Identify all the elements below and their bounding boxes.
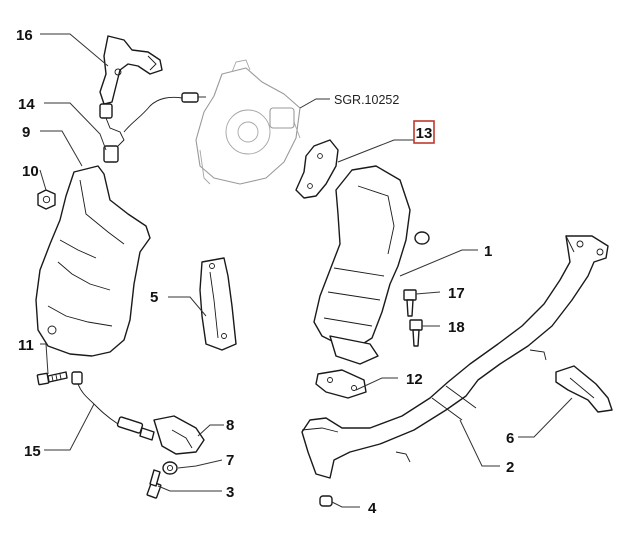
callout-14[interactable]: 14 <box>18 96 35 113</box>
part-3-stud[interactable] <box>146 469 162 499</box>
callout-11[interactable]: 11 <box>18 337 34 354</box>
leader-lines <box>39 33 573 508</box>
part-4-clip[interactable] <box>319 495 333 507</box>
callout-1[interactable]: 1 <box>484 243 492 260</box>
callout-6[interactable]: 6 <box>506 430 514 447</box>
part-14-lambda-sensor[interactable] <box>99 92 206 163</box>
callout-17[interactable]: 17 <box>448 285 465 302</box>
callout-18[interactable]: 18 <box>448 319 465 336</box>
callout-13[interactable]: 13 <box>416 125 433 142</box>
callout-3[interactable]: 3 <box>226 484 234 501</box>
diagram-reference-label: SGR.10252 <box>334 93 399 107</box>
part-18-bolt[interactable] <box>409 319 423 347</box>
part-7-nut[interactable] <box>162 461 178 475</box>
callout-10[interactable]: 10 <box>22 163 39 180</box>
part-12-gasket[interactable] <box>315 369 367 399</box>
part-17-bolt[interactable] <box>403 289 417 317</box>
highlight-box <box>413 120 435 144</box>
part-9-heat-shield[interactable] <box>35 165 151 357</box>
part-11-bolt[interactable] <box>36 371 68 386</box>
part-16-bracket[interactable] <box>99 35 163 105</box>
part-2-downpipe[interactable] <box>301 235 609 479</box>
part-seal-ring[interactable] <box>414 231 430 245</box>
callout-7[interactable]: 7 <box>226 452 234 469</box>
part-6-bracket[interactable] <box>555 365 613 413</box>
turbocharger-assembly <box>195 59 301 185</box>
callout-5[interactable]: 5 <box>150 289 158 306</box>
part-1-catalytic-converter[interactable] <box>313 165 411 365</box>
part-5-bracket[interactable] <box>199 257 237 351</box>
callout-16[interactable]: 16 <box>16 27 33 44</box>
callout-4[interactable]: 4 <box>368 500 377 517</box>
callout-12[interactable]: 12 <box>406 371 423 388</box>
callout-15[interactable]: 15 <box>24 443 41 460</box>
part-15-rear-sensor[interactable] <box>71 371 155 441</box>
part-8-bracket[interactable] <box>153 415 205 455</box>
callout-2[interactable]: 2 <box>506 459 514 476</box>
callout-9[interactable]: 9 <box>22 124 30 141</box>
highlighted-callout-13[interactable]: 13 <box>413 120 435 144</box>
callout-8[interactable]: 8 <box>226 417 234 434</box>
part-13-gasket[interactable] <box>295 139 339 199</box>
part-10-nut[interactable] <box>37 189 56 210</box>
